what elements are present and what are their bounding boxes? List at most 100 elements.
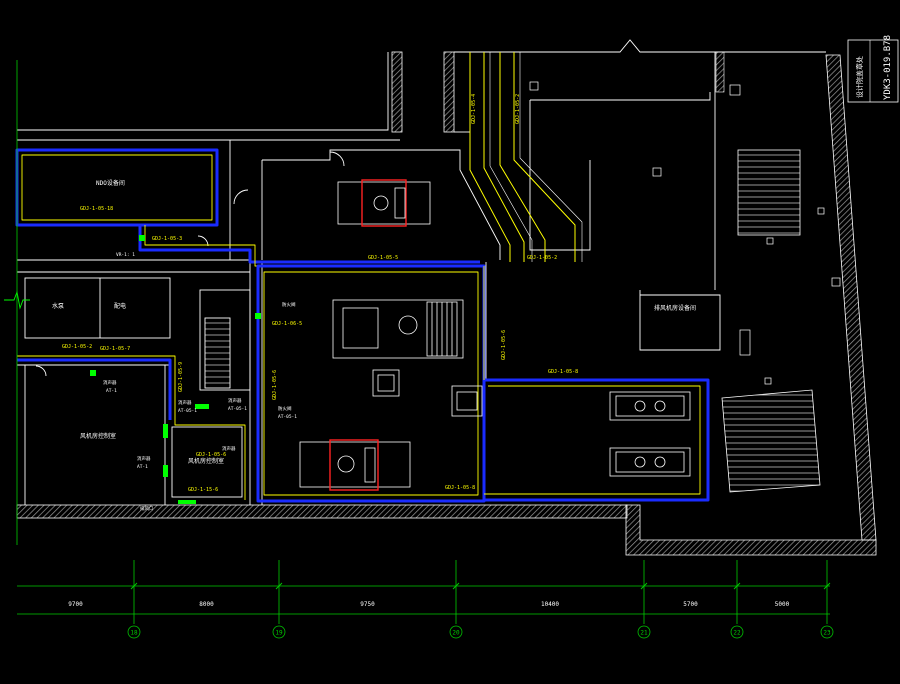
dimension-label-4: 5700 [683,601,698,608]
wall-north-break [454,39,826,53]
axis-bubble-18 [127,625,141,639]
duct-riser-outline-2 [519,52,583,262]
column-6 [764,377,772,385]
damper-6 [255,313,261,319]
north-column-hatch-3 [715,51,725,93]
dimension-tick-21 [640,582,648,590]
duct-tag-6: GDJ-1-05-6 [501,330,507,360]
room-labels: NDO设备间 水泵 配电 风机房控制室 风机房控制室 排风机房设备间 [52,179,696,465]
east-unit-2 [609,447,691,477]
duct-riser-outline-1 [489,52,533,262]
duct-tag-1: GDJ-1-05-18 [80,206,113,212]
duct-room1-blue [15,148,219,227]
ramp-south [721,389,821,493]
ramp-north [737,149,801,236]
duct-tag-10: GDJ-1-05-6 [272,370,278,400]
stair-core-outline [199,289,251,391]
fan-unit-top-motor [394,187,406,219]
column-3 [652,167,662,177]
duct-tag-14: GDJ-1-06-5 [272,321,302,327]
drawing-code-text: YDK3-019.B78 [883,35,893,100]
dimension-tick-22 [733,582,741,590]
wall-north-west [17,52,389,131]
ahu-center-fan [398,315,418,335]
east-unit-2-fan-a [634,456,646,468]
ahu-center-section-1 [342,307,379,349]
note-10: 防火阀 [282,301,296,308]
small-unit-2-inner [456,391,478,411]
duct-fan-room-blue [256,264,486,503]
small-unit-1 [372,369,400,397]
east-wall-hatch [825,54,877,541]
dimension-tick-18 [130,582,138,590]
room-pump-outline [24,277,171,339]
duct-east-loop-yellow [484,385,701,495]
note-11: 防火阀 [278,405,292,412]
dimension-label-0: 9700 [68,601,83,608]
dimension-tick-19 [275,582,283,590]
duct-tag-9: GDJ-1-05-9 [178,362,184,392]
note-3: AT-1 [106,388,117,394]
duct-tag-12: GDJ-1-15-6 [188,487,218,493]
note-2: 消声器 [103,379,117,386]
duct-runs [15,52,710,503]
duct-tag-15: GDJ-1-05-2 [62,344,92,350]
column-1 [529,81,539,91]
room-label-4: 风机房控制室 [80,432,116,440]
south-wall-hatch [16,504,628,519]
dimension-label-3: 10400 [541,601,559,608]
damper-7 [90,370,96,376]
dimension-grid [16,60,830,615]
note-13: 消声器 [222,445,236,452]
duct-tag-16: GDJ-1-05-6 [196,452,226,458]
duct-tag-11: GDJ-1-05-8 [445,485,475,491]
damper-1 [139,235,145,241]
note-9: AT-05-1 [228,406,247,412]
north-column-hatch-1 [391,51,403,133]
wall-north-inner [530,92,711,101]
small-unit-2 [451,385,483,417]
fan-unit-bottom-motor [364,447,376,483]
axis-label-18: 18 [130,630,138,637]
fan-unit-top-impeller [373,195,389,211]
note-4: 消声器 [137,455,151,462]
axis-label-21: 21 [640,630,648,637]
column-7 [817,207,825,215]
break-symbols [4,290,30,310]
note-12: AT-05-1 [278,414,297,420]
duct-room1-yellow [21,154,213,221]
wall-fan-room-north [262,149,501,260]
axis-bubble-20 [449,625,463,639]
wall-lines [17,39,826,505]
dimension-tick-23 [823,582,831,590]
stamp-text: 设计院盖章处 [855,56,864,98]
room-label-1: NDO设备间 [96,179,125,187]
axis-label-19: 19 [275,630,283,637]
column-4 [831,277,841,287]
duct-tags: GDJ-1-05-18 GDJ-1-05-5 GDJ-1-05-2 GDJ-1-… [62,94,578,493]
duct-tag-13: GDJ-1-05-3 [152,236,182,242]
room-exhaust-equipment [639,290,721,351]
dimension-label-5: 5000 [775,601,790,608]
damper-2 [163,424,168,438]
duct-tag-5: GDJ-1-05-2 [515,94,521,124]
note-7: AT-05-1 [178,408,197,414]
note-6: 消声器 [178,399,192,406]
axis-bubble-23 [820,625,834,639]
duct-west-yellow [17,355,246,500]
fan-unit-top-red-frame [361,179,407,227]
column-8 [766,237,774,245]
damper-5 [178,500,196,504]
stair-treads [204,317,231,389]
dimension-tick-20 [452,582,460,590]
column-5 [739,329,751,356]
east-unit-1 [609,391,691,421]
east-unit-1-fan-b [654,400,666,412]
duct-tag-3: GDJ-1-05-2 [527,255,557,261]
dimension-label-2: 9750 [360,601,375,608]
room-fan-control-outline [171,426,243,498]
axis-bubble-21 [637,625,651,639]
